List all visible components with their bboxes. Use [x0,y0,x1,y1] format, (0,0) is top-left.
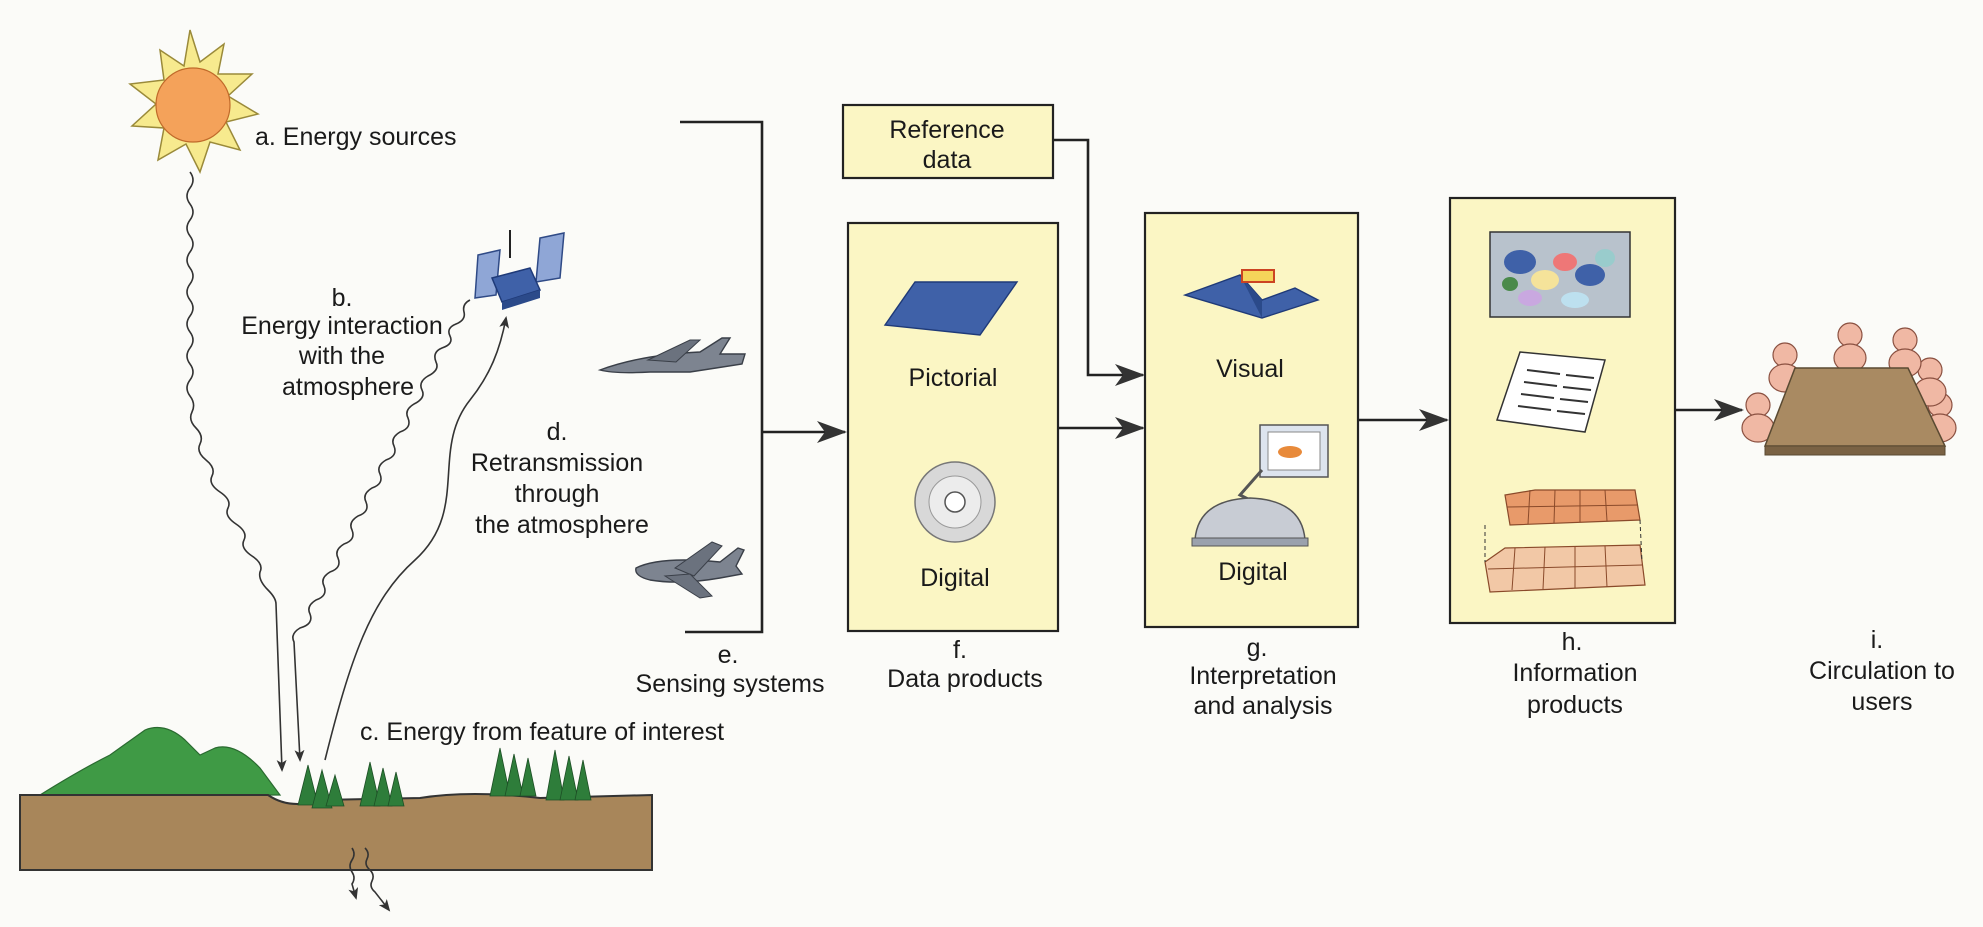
label-users-1: Circulation to [1809,657,1955,685]
label-h: h. [1562,628,1583,656]
label-e: e. [718,641,739,669]
disc-icon [914,461,996,543]
airplane-icon [635,541,745,599]
label-b: b. [332,284,353,312]
terrain-model-icon [1182,269,1320,319]
label-retrans-3: the atmosphere [475,511,649,539]
pictorial-label: Pictorial [909,364,998,392]
hills [37,727,282,796]
label-info-2: products [1527,691,1623,719]
label-interp-2: and analysis [1194,692,1333,720]
trees-left [297,761,405,809]
label-retrans-2: through [515,480,600,508]
label-sensing: Sensing systems [636,670,825,698]
label-users-2: users [1851,688,1912,716]
ground-emission-wave-2 [364,847,391,912]
label-interaction-1: Energy interaction [241,312,443,340]
trees-right [489,747,592,801]
label-i: i. [1871,626,1884,654]
label-interp-1: Interpretation [1189,662,1336,690]
ground-emission-wave-1 [348,847,359,900]
incident-energy-wave [186,171,287,772]
sun-icon [128,29,260,174]
visual-label: Visual [1216,355,1284,383]
map-icon [1489,231,1631,318]
jet-icon [597,337,746,374]
workstation-icon [1191,424,1329,547]
scattered-energy-wave [292,299,471,762]
ground-block [19,793,653,871]
document-icon [1495,351,1606,433]
label-f: f. [953,636,967,664]
label-feature: c. Energy from feature of interest [360,718,724,746]
label-data-products: Data products [887,665,1043,693]
reflected-energy-path [324,316,510,761]
label-info-1: Information [1512,659,1637,687]
meeting-table-icon [1741,322,1957,456]
label-g: g. [1247,634,1268,662]
grid-layers-icon [1484,489,1646,593]
digital-label-f: Digital [920,564,989,592]
terrain-illustration [19,727,653,912]
image-tile-icon [883,281,1019,336]
sensing-bracket [680,120,764,634]
reference-label-1: Reference [889,116,1004,144]
satellite-icon [474,230,565,310]
label-interaction-2: with the [298,342,385,370]
label-interaction-3: atmosphere [282,373,414,401]
reference-label-2: data [923,146,972,174]
label-d: d. [547,418,568,446]
arrow-reference-to-visual [1053,138,1145,386]
reference-data-box [841,103,1055,180]
digital-label-g: Digital [1218,558,1287,586]
label-energy-sources: a. Energy sources [255,123,457,151]
label-retrans-1: Retransmission [471,449,643,477]
